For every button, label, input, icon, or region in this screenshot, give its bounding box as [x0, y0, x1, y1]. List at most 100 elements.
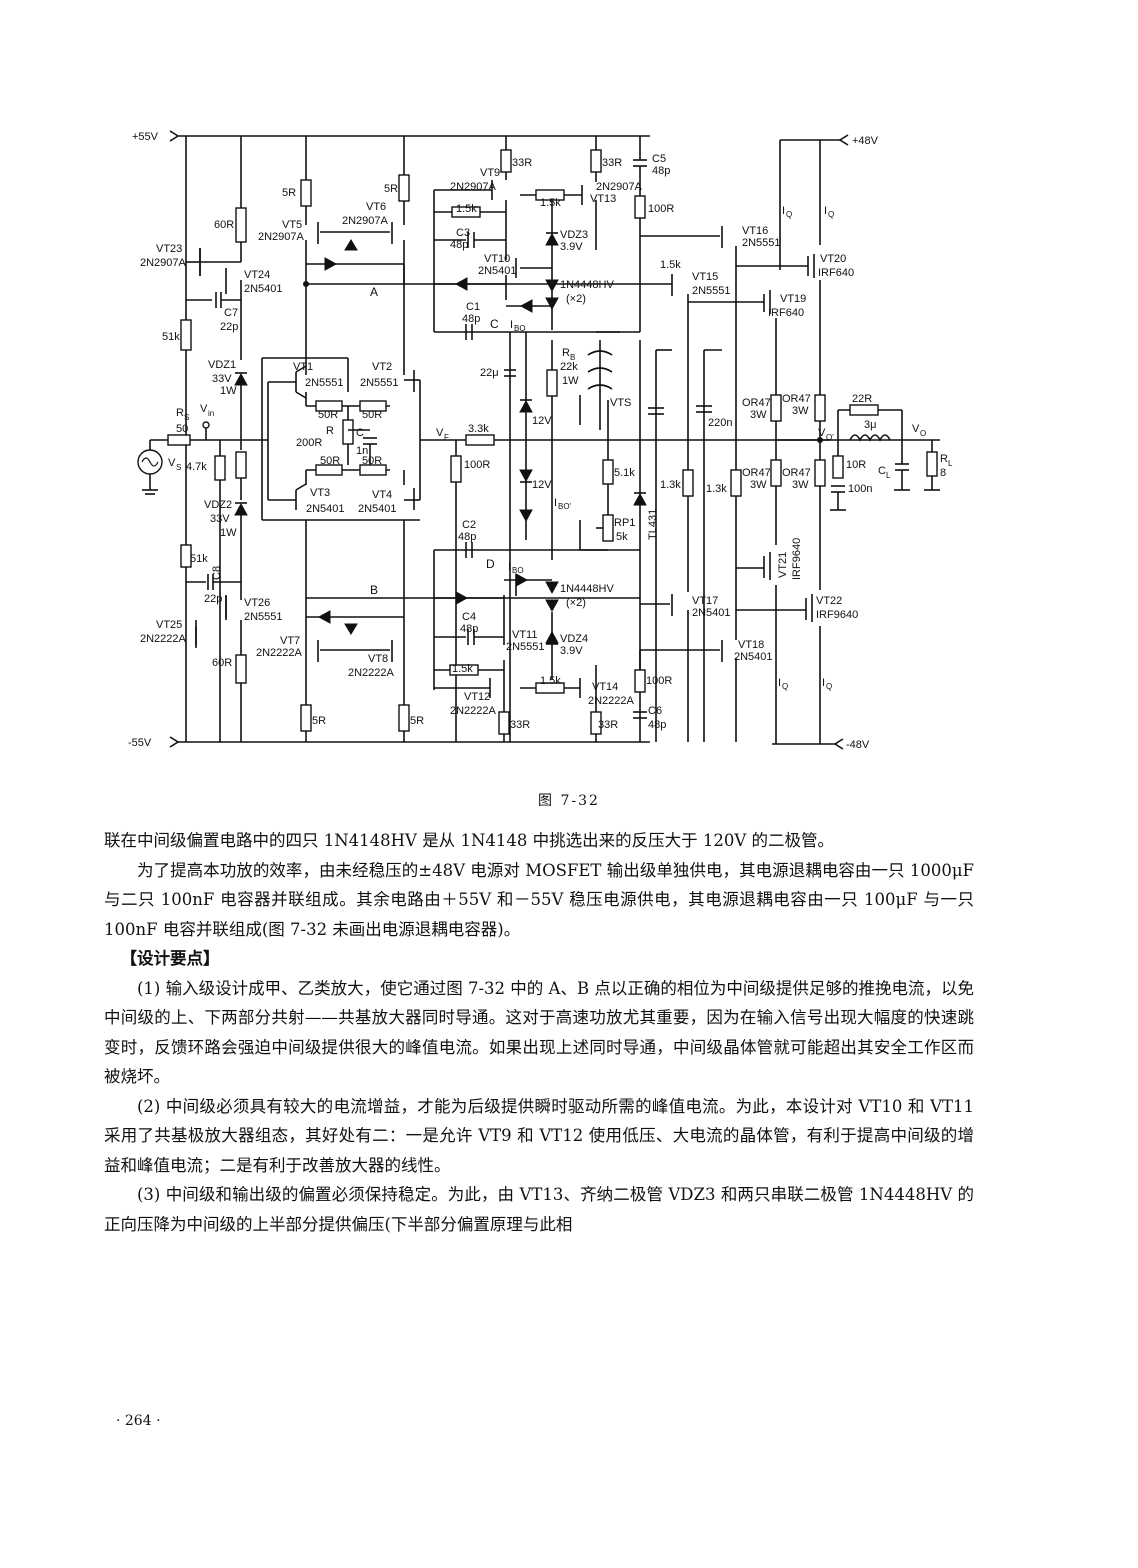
label-diode-top: 1N4448HV [560, 279, 614, 291]
label-r15k-c: 1.5k [660, 259, 681, 271]
label-r33-b: 33R [602, 157, 622, 169]
label-vt9-type: 2N2907A [450, 181, 497, 193]
label-vdz1-w: 1W [220, 385, 237, 397]
label-c1n: 1n [356, 445, 368, 457]
label-c22u: 22μ [480, 367, 499, 379]
label-vt8: VT8 [368, 653, 388, 665]
label-vt13: VT13 [590, 193, 616, 205]
label-vt8-type: 2N2222A [348, 667, 395, 679]
label-r50-a: 50R [318, 409, 338, 421]
label-iq-3-sub: Q [782, 682, 788, 691]
label-c-letter: C [356, 427, 364, 439]
transistor-symbols [195, 180, 723, 698]
label-cl-sub: L [886, 471, 891, 480]
label-vt10: VT10 [484, 253, 510, 265]
label-r51k-b: 51k [190, 553, 208, 565]
label-diode-bot: 1N4448HV [560, 583, 614, 595]
label-vt21-type: IRF9640 [791, 538, 803, 580]
label-r200: 200R [296, 437, 322, 449]
label-r13k-a: 1.3k [660, 479, 681, 491]
label-rb: R [562, 347, 570, 359]
label-vt15-type: 2N5551 [692, 285, 731, 297]
label-vt20: VT20 [820, 253, 846, 265]
label-vt14: VT14 [592, 681, 618, 693]
label-vt12: VT12 [464, 691, 490, 703]
label-rb-val: 22k [560, 361, 578, 373]
label-c6: C6 [648, 705, 662, 717]
label-vt18: VT18 [738, 639, 764, 651]
label-vplus55: +55V [132, 131, 159, 143]
label-point-a: A [370, 285, 378, 299]
label-r60-a: 60R [214, 219, 234, 231]
label-r13k-b: 1.3k [706, 483, 727, 495]
label-vt17: VT17 [692, 595, 718, 607]
label-c1: C1 [466, 301, 480, 313]
label-vt23: VT23 [156, 243, 182, 255]
label-rl-sub: L [948, 459, 953, 468]
label-vt2-type: 2N5551 [360, 377, 399, 389]
label-c5v: 48p [652, 165, 670, 177]
label-l3u: 3μ [864, 419, 876, 431]
label-r15k-a: 1.5k [456, 203, 477, 215]
label-vt1: VT1 [293, 361, 313, 373]
label-rp1-val: 5k [616, 531, 628, 543]
label-vt7: VT7 [280, 635, 300, 647]
label-vt5: VT5 [282, 219, 302, 231]
label-c1v: 48p [462, 313, 480, 325]
label-r51k-a: 51k [162, 331, 180, 343]
label-point-c: C [490, 317, 499, 331]
label-vin: V [200, 403, 208, 415]
output-stage [579, 136, 940, 744]
label-c2: C2 [462, 519, 476, 531]
label-r22: 22R [852, 393, 872, 405]
label-r5r-a: 5R [282, 187, 296, 199]
label-vt23-type: 2N2907A [140, 257, 187, 269]
page-number: · 264 · [116, 1413, 161, 1429]
label-vt19-type: IRF640 [768, 307, 804, 319]
label-c3: C3 [456, 227, 470, 239]
label-r33-d: 33R [598, 719, 618, 731]
label-vdz3-v: 3.9V [560, 241, 583, 253]
label-iq-4: I [822, 677, 825, 689]
label-vt22: VT22 [816, 595, 842, 607]
label-or47-b: OR47 [782, 393, 811, 405]
label-r5r-d: 5R [410, 715, 424, 727]
label-tl431: TL431 [647, 509, 659, 540]
label-c3v: 48p [450, 239, 468, 251]
label-iq-3: I [778, 677, 781, 689]
label-vt17-type: 2N5401 [692, 607, 731, 619]
label-c5: C5 [652, 153, 666, 165]
label-vs: V [168, 457, 176, 469]
label-c7v: 22p [220, 321, 238, 333]
label-r5r-b: 5R [384, 183, 398, 195]
label-r60-b: 60R [212, 657, 232, 669]
label-rl: R [940, 453, 948, 465]
section-heading: 【设计要点】 [120, 949, 220, 968]
label-point-d: D [486, 557, 495, 571]
label-vt6: VT6 [366, 201, 386, 213]
label-vdz2-w: 1W [220, 527, 237, 539]
label-c8: C8 [211, 566, 223, 580]
label-c2v: 48p [458, 531, 476, 543]
label-vdz2: VDZ2 [204, 499, 232, 511]
body-text: 联在中间级偏置电路中的四只 1N4148HV 是从 1N4148 中挑选出来的反… [104, 826, 974, 1239]
label-vo-sub: O [920, 429, 926, 438]
label-vt26: VT26 [244, 597, 270, 609]
label-vt25: VT25 [156, 619, 182, 631]
circuit-schematic: +55V -55V +48V -48V VT1 2N5551 VT2 2N555… [128, 130, 953, 751]
label-vdz4: VDZ4 [560, 633, 588, 645]
paragraph: (3) 中间级和输出级的偏置必须保持稳定。为此，由 VT13、齐纳二极管 VDZ… [104, 1185, 974, 1234]
label-or47-d: OR47 [782, 467, 811, 479]
label-rs: R [176, 407, 184, 419]
label-rb-sub: B [570, 353, 575, 362]
figure-caption: 图 7-32 [538, 793, 600, 809]
label-vt20-type: IRF640 [818, 267, 854, 279]
label-diode-top-n: (×2) [566, 293, 586, 305]
label-rs-sub: S [184, 413, 189, 422]
label-r33k: 3.3k [468, 423, 489, 435]
label-iq-2-sub: Q [828, 210, 834, 219]
label-c6v: 48p [648, 719, 666, 731]
label-vt2: VT2 [372, 361, 392, 373]
label-r47k: 4.7k [186, 461, 207, 473]
label-vt9: VT9 [480, 167, 500, 179]
